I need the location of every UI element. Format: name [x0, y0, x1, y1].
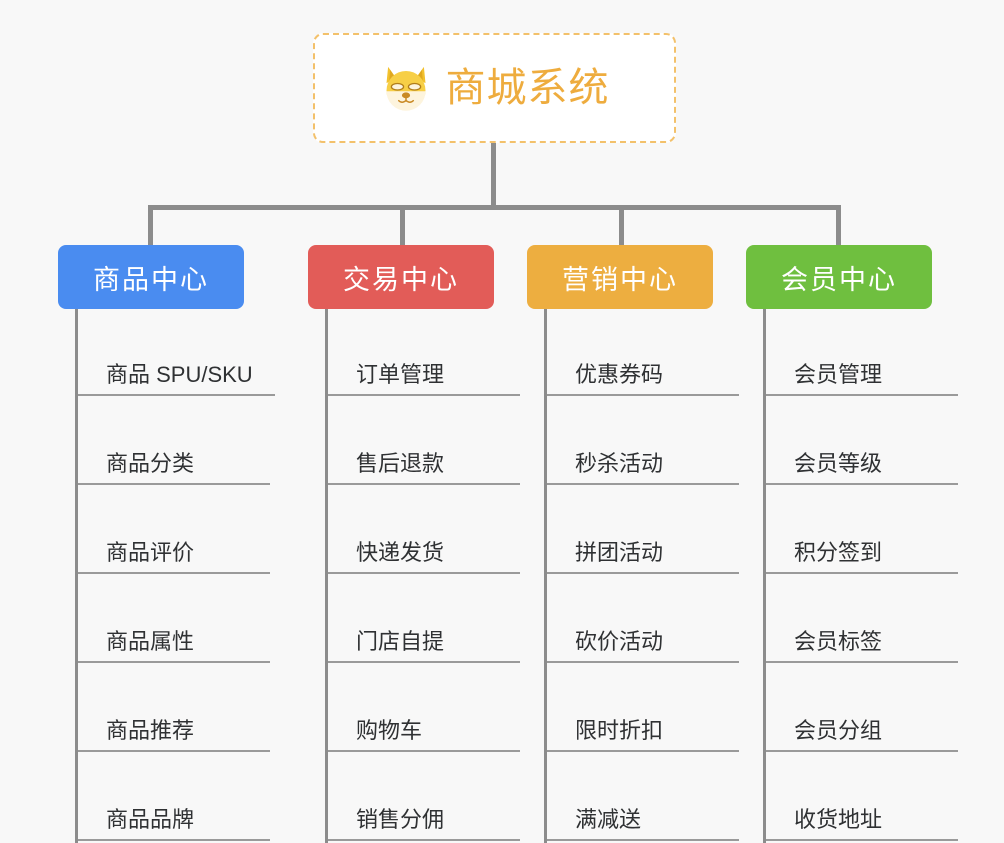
leaf-label: 秒杀活动	[547, 451, 739, 485]
leaf-label: 商品属性	[78, 629, 270, 663]
connector-drop-4	[836, 205, 841, 245]
list-item[interactable]: 砍价活动	[547, 576, 747, 665]
connector-drop-1	[148, 205, 153, 245]
leaf-label: 会员分组	[766, 718, 958, 752]
category-box-member-center[interactable]: 会员中心	[746, 245, 932, 309]
list-item[interactable]: 满减送	[547, 754, 747, 843]
column-product-center: 商品中心 商品 SPU/SKU 商品分类 商品评价 商品属性 商品推荐 商品品牌	[58, 205, 278, 843]
list-item[interactable]: 优惠券码	[547, 309, 747, 398]
connector-drop-2	[400, 205, 405, 245]
leaf-label: 快递发货	[328, 540, 520, 574]
category-box-product-center[interactable]: 商品中心	[58, 245, 244, 309]
leaf-label: 商品推荐	[78, 718, 270, 752]
list-item[interactable]: 拼团活动	[547, 487, 747, 576]
leaf-rail: 订单管理 售后退款 快递发货 门店自提 购物车 销售分佣	[325, 309, 528, 843]
leaf-label: 商品 SPU/SKU	[78, 362, 275, 396]
list-item[interactable]: 会员等级	[766, 398, 966, 487]
leaf-label: 商品评价	[78, 540, 270, 574]
leaf-rail: 会员管理 会员等级 积分签到 会员标签 会员分组 收货地址	[763, 309, 966, 843]
list-item[interactable]: 快递发货	[328, 487, 528, 576]
list-item[interactable]: 商品分类	[78, 398, 278, 487]
leaf-label: 优惠券码	[547, 362, 739, 396]
category-label: 营销中心	[562, 264, 678, 295]
list-item[interactable]: 积分签到	[766, 487, 966, 576]
list-item[interactable]: 购物车	[328, 665, 528, 754]
connector-drop-3	[619, 205, 624, 245]
leaf-label: 门店自提	[328, 629, 520, 663]
list-item[interactable]: 销售分佣	[328, 754, 528, 843]
leaf-rail: 优惠券码 秒杀活动 拼团活动 砍价活动 限时折扣 满减送	[544, 309, 747, 843]
list-item[interactable]: 收货地址	[766, 754, 966, 843]
leaf-label: 商品分类	[78, 451, 270, 485]
list-item[interactable]: 门店自提	[328, 576, 528, 665]
list-item[interactable]: 会员分组	[766, 665, 966, 754]
list-item[interactable]: 商品推荐	[78, 665, 278, 754]
leaf-label: 商品品牌	[78, 807, 270, 841]
list-item[interactable]: 订单管理	[328, 309, 528, 398]
list-item[interactable]: 会员管理	[766, 309, 966, 398]
leaf-label: 拼团活动	[547, 540, 739, 574]
list-item[interactable]: 限时折扣	[547, 665, 747, 754]
leaf-label: 会员管理	[766, 362, 958, 396]
leaf-label: 积分签到	[766, 540, 958, 574]
column-member-center: 会员中心 会员管理 会员等级 积分签到 会员标签 会员分组 收货地址	[746, 205, 966, 843]
category-box-marketing-center[interactable]: 营销中心	[527, 245, 713, 309]
root-node[interactable]: 商城系统	[313, 33, 676, 143]
connector-horizontal-bus	[148, 205, 841, 210]
leaf-label: 砍价活动	[547, 629, 739, 663]
leaf-label: 会员等级	[766, 451, 958, 485]
list-item[interactable]: 商品属性	[78, 576, 278, 665]
shiba-dog-face-icon	[386, 66, 425, 111]
list-item[interactable]: 商品评价	[78, 487, 278, 576]
connector-root-stem	[491, 143, 496, 207]
category-label: 会员中心	[781, 264, 897, 295]
list-item[interactable]: 商品品牌	[78, 754, 278, 843]
leaf-label: 订单管理	[328, 362, 520, 396]
list-item[interactable]: 会员标签	[766, 576, 966, 665]
list-item[interactable]: 商品 SPU/SKU	[78, 309, 278, 398]
list-item[interactable]: 秒杀活动	[547, 398, 747, 487]
category-box-trade-center[interactable]: 交易中心	[308, 245, 494, 309]
leaf-label: 售后退款	[328, 451, 520, 485]
leaf-label: 限时折扣	[547, 718, 739, 752]
leaf-label: 收货地址	[766, 807, 958, 841]
column-trade-center: 交易中心 订单管理 售后退款 快递发货 门店自提 购物车 销售分佣	[308, 205, 528, 843]
leaf-label: 满减送	[547, 807, 739, 841]
leaf-label: 购物车	[328, 718, 520, 752]
list-item[interactable]: 售后退款	[328, 398, 528, 487]
leaf-rail: 商品 SPU/SKU 商品分类 商品评价 商品属性 商品推荐 商品品牌	[75, 309, 278, 843]
column-marketing-center: 营销中心 优惠券码 秒杀活动 拼团活动 砍价活动 限时折扣 满减送	[527, 205, 747, 843]
leaf-label: 会员标签	[766, 629, 958, 663]
category-label: 交易中心	[343, 264, 459, 295]
root-title: 商城系统	[445, 66, 610, 110]
category-label: 商品中心	[93, 264, 209, 295]
leaf-label: 销售分佣	[328, 807, 520, 841]
